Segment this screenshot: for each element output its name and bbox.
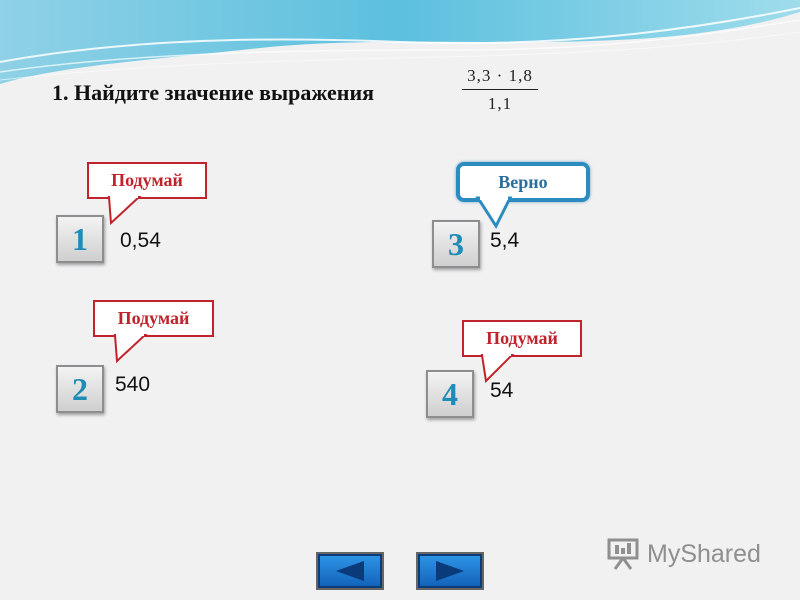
feedback-label-2: Подумай	[93, 300, 214, 337]
option-3-button[interactable]: 3	[432, 220, 480, 268]
myshared-logo: MyShared	[606, 537, 761, 571]
back-button[interactable]	[316, 552, 384, 590]
option-4-answer: 54	[490, 379, 514, 402]
logo-text: MyShared	[647, 539, 761, 568]
callout-tail-1	[107, 195, 142, 226]
option-1-button[interactable]: 1	[56, 215, 104, 263]
presentation-board-icon	[607, 538, 639, 570]
arrow-right-icon	[436, 561, 464, 581]
feedback-callout-3: Верно	[456, 162, 590, 230]
callout-tail-2	[113, 333, 148, 364]
forward-button[interactable]	[416, 552, 484, 590]
fraction-numerator: 3,3 · 1,8	[467, 66, 533, 85]
option-2-button[interactable]: 2	[56, 365, 104, 413]
feedback-label-1: Подумай	[87, 162, 207, 199]
feedback-callout-4: Подумай	[462, 320, 582, 384]
option-3-answer: 5,4	[490, 229, 520, 252]
option-4-button[interactable]: 4	[426, 370, 474, 418]
feedback-callout-2: Подумай	[93, 300, 214, 364]
question-text: 1. Найдите значение выражения	[52, 80, 375, 105]
option-1-answer: 0,54	[120, 229, 161, 252]
header-wave-decoration	[0, 0, 800, 84]
callout-tail-4	[480, 353, 515, 384]
option-2-answer: 540	[115, 373, 151, 396]
fraction-denominator: 1,1	[487, 94, 513, 113]
arrow-left-icon	[336, 561, 364, 581]
math-fraction: 3,3 · 1,8 1,1	[460, 66, 540, 114]
fraction-bar	[462, 89, 538, 90]
feedback-callout-1: Подумай	[87, 162, 207, 226]
feedback-label-4: Подумай	[462, 320, 582, 357]
callout-tail-3	[475, 196, 513, 230]
feedback-label-3: Верно	[456, 162, 590, 202]
